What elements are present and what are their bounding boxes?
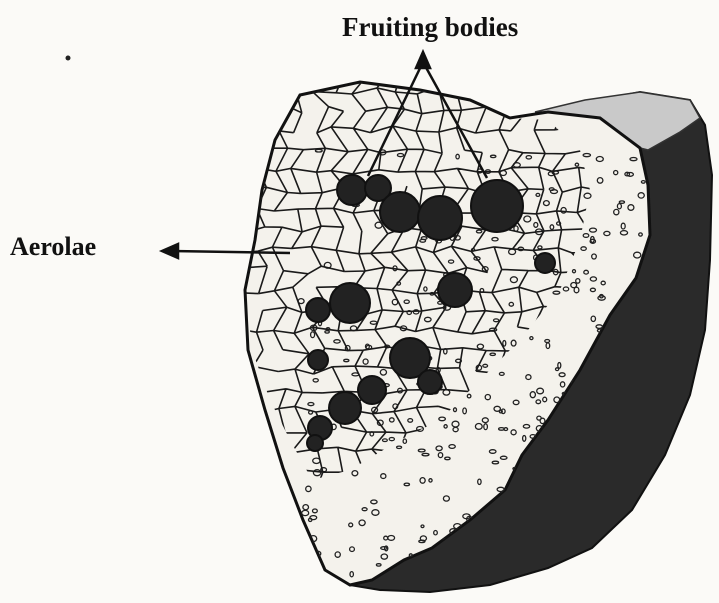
- granule: [612, 570, 619, 575]
- fruiting-body: [418, 196, 462, 240]
- granule: [533, 577, 537, 582]
- granule: [642, 578, 647, 581]
- fruiting-body: [330, 283, 370, 323]
- fruiting-body: [306, 298, 330, 322]
- granule: [588, 583, 594, 588]
- fruiting-body: [308, 350, 328, 370]
- stray-dot: [66, 56, 71, 61]
- granule: [625, 525, 629, 530]
- granule: [645, 537, 652, 543]
- fruiting-body: [307, 435, 323, 451]
- granule: [300, 579, 307, 585]
- fruiting-bodies-label: Fruiting bodies: [342, 12, 518, 43]
- fruiting-body: [337, 175, 367, 205]
- fruiting-body: [471, 180, 523, 232]
- granule: [605, 543, 611, 547]
- fruiting-body: [358, 376, 386, 404]
- granule: [298, 554, 302, 557]
- granule: [642, 495, 646, 498]
- fruiting-body: [418, 370, 442, 394]
- granule: [589, 576, 593, 582]
- granule: [652, 504, 656, 510]
- aerolae-label: Aerolae: [10, 232, 96, 262]
- granule: [549, 579, 556, 582]
- fruiting-body: [438, 273, 472, 307]
- granule: [615, 539, 622, 545]
- granule: [571, 575, 577, 578]
- granule: [653, 513, 659, 516]
- granule: [539, 580, 543, 582]
- granule: [602, 583, 607, 587]
- fruiting-body: [329, 392, 361, 424]
- granule: [552, 579, 557, 583]
- granule: [626, 548, 631, 552]
- granule: [625, 524, 631, 528]
- fruiting-body: [380, 192, 420, 232]
- granule: [601, 540, 608, 544]
- fruiting-body: [535, 253, 555, 273]
- granule: [646, 579, 649, 584]
